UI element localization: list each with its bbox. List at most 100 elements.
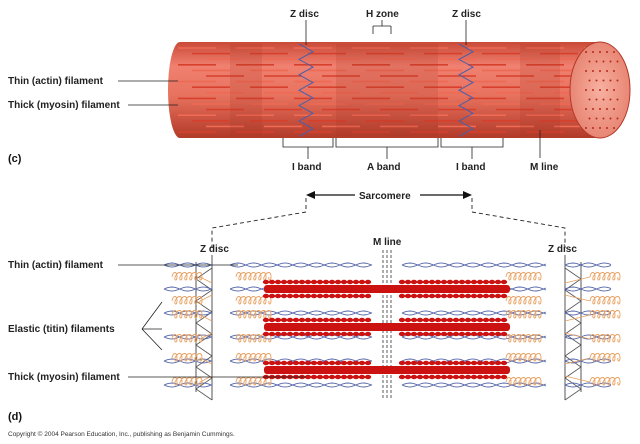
- myosin-head: [428, 331, 436, 337]
- myofibril-end-dot: [592, 127, 594, 129]
- myosin-head: [358, 317, 366, 323]
- myosin-head: [358, 293, 366, 299]
- myofibril-end-dot: [609, 60, 612, 63]
- myosin-head: [452, 374, 460, 380]
- myosin-head: [398, 374, 406, 380]
- myosin-head: [298, 360, 306, 366]
- myosin-head: [482, 360, 490, 366]
- myosin-head: [452, 360, 460, 366]
- thin-filament: [163, 310, 213, 316]
- myosin-head: [500, 360, 508, 366]
- myosin-head: [416, 317, 424, 323]
- myosin-head: [428, 293, 436, 299]
- titin-link: [564, 294, 591, 302]
- myosin-head: [410, 293, 418, 299]
- myosin-head: [340, 374, 348, 380]
- myofibril-end-dot: [616, 79, 619, 82]
- myosin-head: [470, 293, 478, 299]
- myofibril-end-dot: [592, 108, 594, 110]
- titin-spring: [235, 334, 272, 343]
- z-disc-lattice: [564, 377, 582, 401]
- myosin-head: [446, 279, 454, 285]
- myosin-head: [470, 279, 478, 285]
- myosin-head: [440, 360, 448, 366]
- sarcomere-arrow: [306, 191, 472, 199]
- myosin-head: [274, 331, 282, 337]
- myofibril-band-shade: [230, 44, 262, 136]
- myosin-head: [304, 279, 312, 285]
- myofibril-end-dot: [606, 108, 608, 110]
- myosin-head: [470, 331, 478, 337]
- myosin-head: [346, 360, 354, 366]
- thin-filament: [163, 358, 213, 364]
- myosin-head: [422, 374, 430, 380]
- myosin-head: [286, 293, 294, 299]
- myosin-head: [500, 317, 508, 323]
- thin-filament: [564, 262, 612, 268]
- myosin-head: [446, 331, 454, 337]
- myosin-head: [364, 317, 372, 323]
- myosin-head: [310, 293, 318, 299]
- titin-link: [199, 314, 213, 322]
- myosin-head: [358, 279, 366, 285]
- a-band-bracket: [335, 138, 439, 148]
- z-disc-lattice: [564, 289, 582, 313]
- myosin-head: [268, 279, 276, 285]
- titin-spring: [589, 296, 621, 305]
- titin-spring: [171, 334, 203, 343]
- myosin-head: [416, 360, 424, 366]
- myosin-head: [340, 293, 348, 299]
- myofibril-end-dot: [592, 51, 594, 53]
- myosin-head: [262, 360, 270, 366]
- myosin-head: [494, 279, 502, 285]
- myosin-head: [458, 317, 466, 323]
- elastic-filaments-label: Elastic (titin) filaments: [8, 324, 115, 335]
- z-disc-lattice: [564, 311, 582, 335]
- myosin-head: [262, 331, 270, 337]
- myosin-head: [334, 293, 342, 299]
- myosin-head: [292, 360, 300, 366]
- myofibril-end-dot: [595, 117, 598, 120]
- myofibril-end-dot: [613, 127, 615, 129]
- myofibril-end-dot: [609, 79, 612, 82]
- myosin-head: [470, 317, 478, 323]
- sarcomere-label: Sarcomere: [359, 191, 411, 202]
- myosin-head: [404, 331, 412, 337]
- myosin-head: [440, 331, 448, 337]
- myosin-head: [292, 293, 300, 299]
- myosin-head: [416, 279, 424, 285]
- myofibril-filament-stripes: [178, 44, 590, 136]
- thin-filament: [401, 382, 547, 388]
- thin-filament: [163, 382, 213, 388]
- myosin-head: [328, 317, 336, 323]
- thin-filament: [564, 382, 612, 388]
- z-disc-lattice: [195, 311, 213, 335]
- myosin-head: [268, 331, 276, 337]
- myosin-head: [316, 374, 324, 380]
- myosin-head: [364, 374, 372, 380]
- myosin-head: [494, 293, 502, 299]
- myofibril-z-disc: [457, 43, 475, 137]
- myofibril-end-dot: [595, 98, 598, 101]
- myofibril-end-dot: [599, 70, 601, 72]
- myosin-head: [280, 317, 288, 323]
- myosin-head: [482, 293, 490, 299]
- thin-filament: [229, 382, 373, 388]
- thin-filament: [163, 286, 213, 292]
- myosin-head: [364, 331, 372, 337]
- myosin-head: [488, 317, 496, 323]
- myofibril-end-dot: [616, 117, 619, 120]
- myofibril-end-dot: [592, 89, 594, 91]
- myosin-head: [434, 279, 442, 285]
- titin-spring: [171, 377, 203, 386]
- myosin-head: [440, 279, 448, 285]
- myosin-head: [304, 317, 312, 323]
- myofibril-end-dot: [592, 70, 594, 72]
- myosin-head: [346, 374, 354, 380]
- thick-filament-label-c: Thick (myosin) filament: [8, 100, 120, 111]
- myosin-head: [334, 360, 342, 366]
- myosin-head: [310, 279, 318, 285]
- z-disc-lattice: [195, 289, 213, 313]
- myosin-head: [422, 331, 430, 337]
- titin-link: [564, 357, 591, 365]
